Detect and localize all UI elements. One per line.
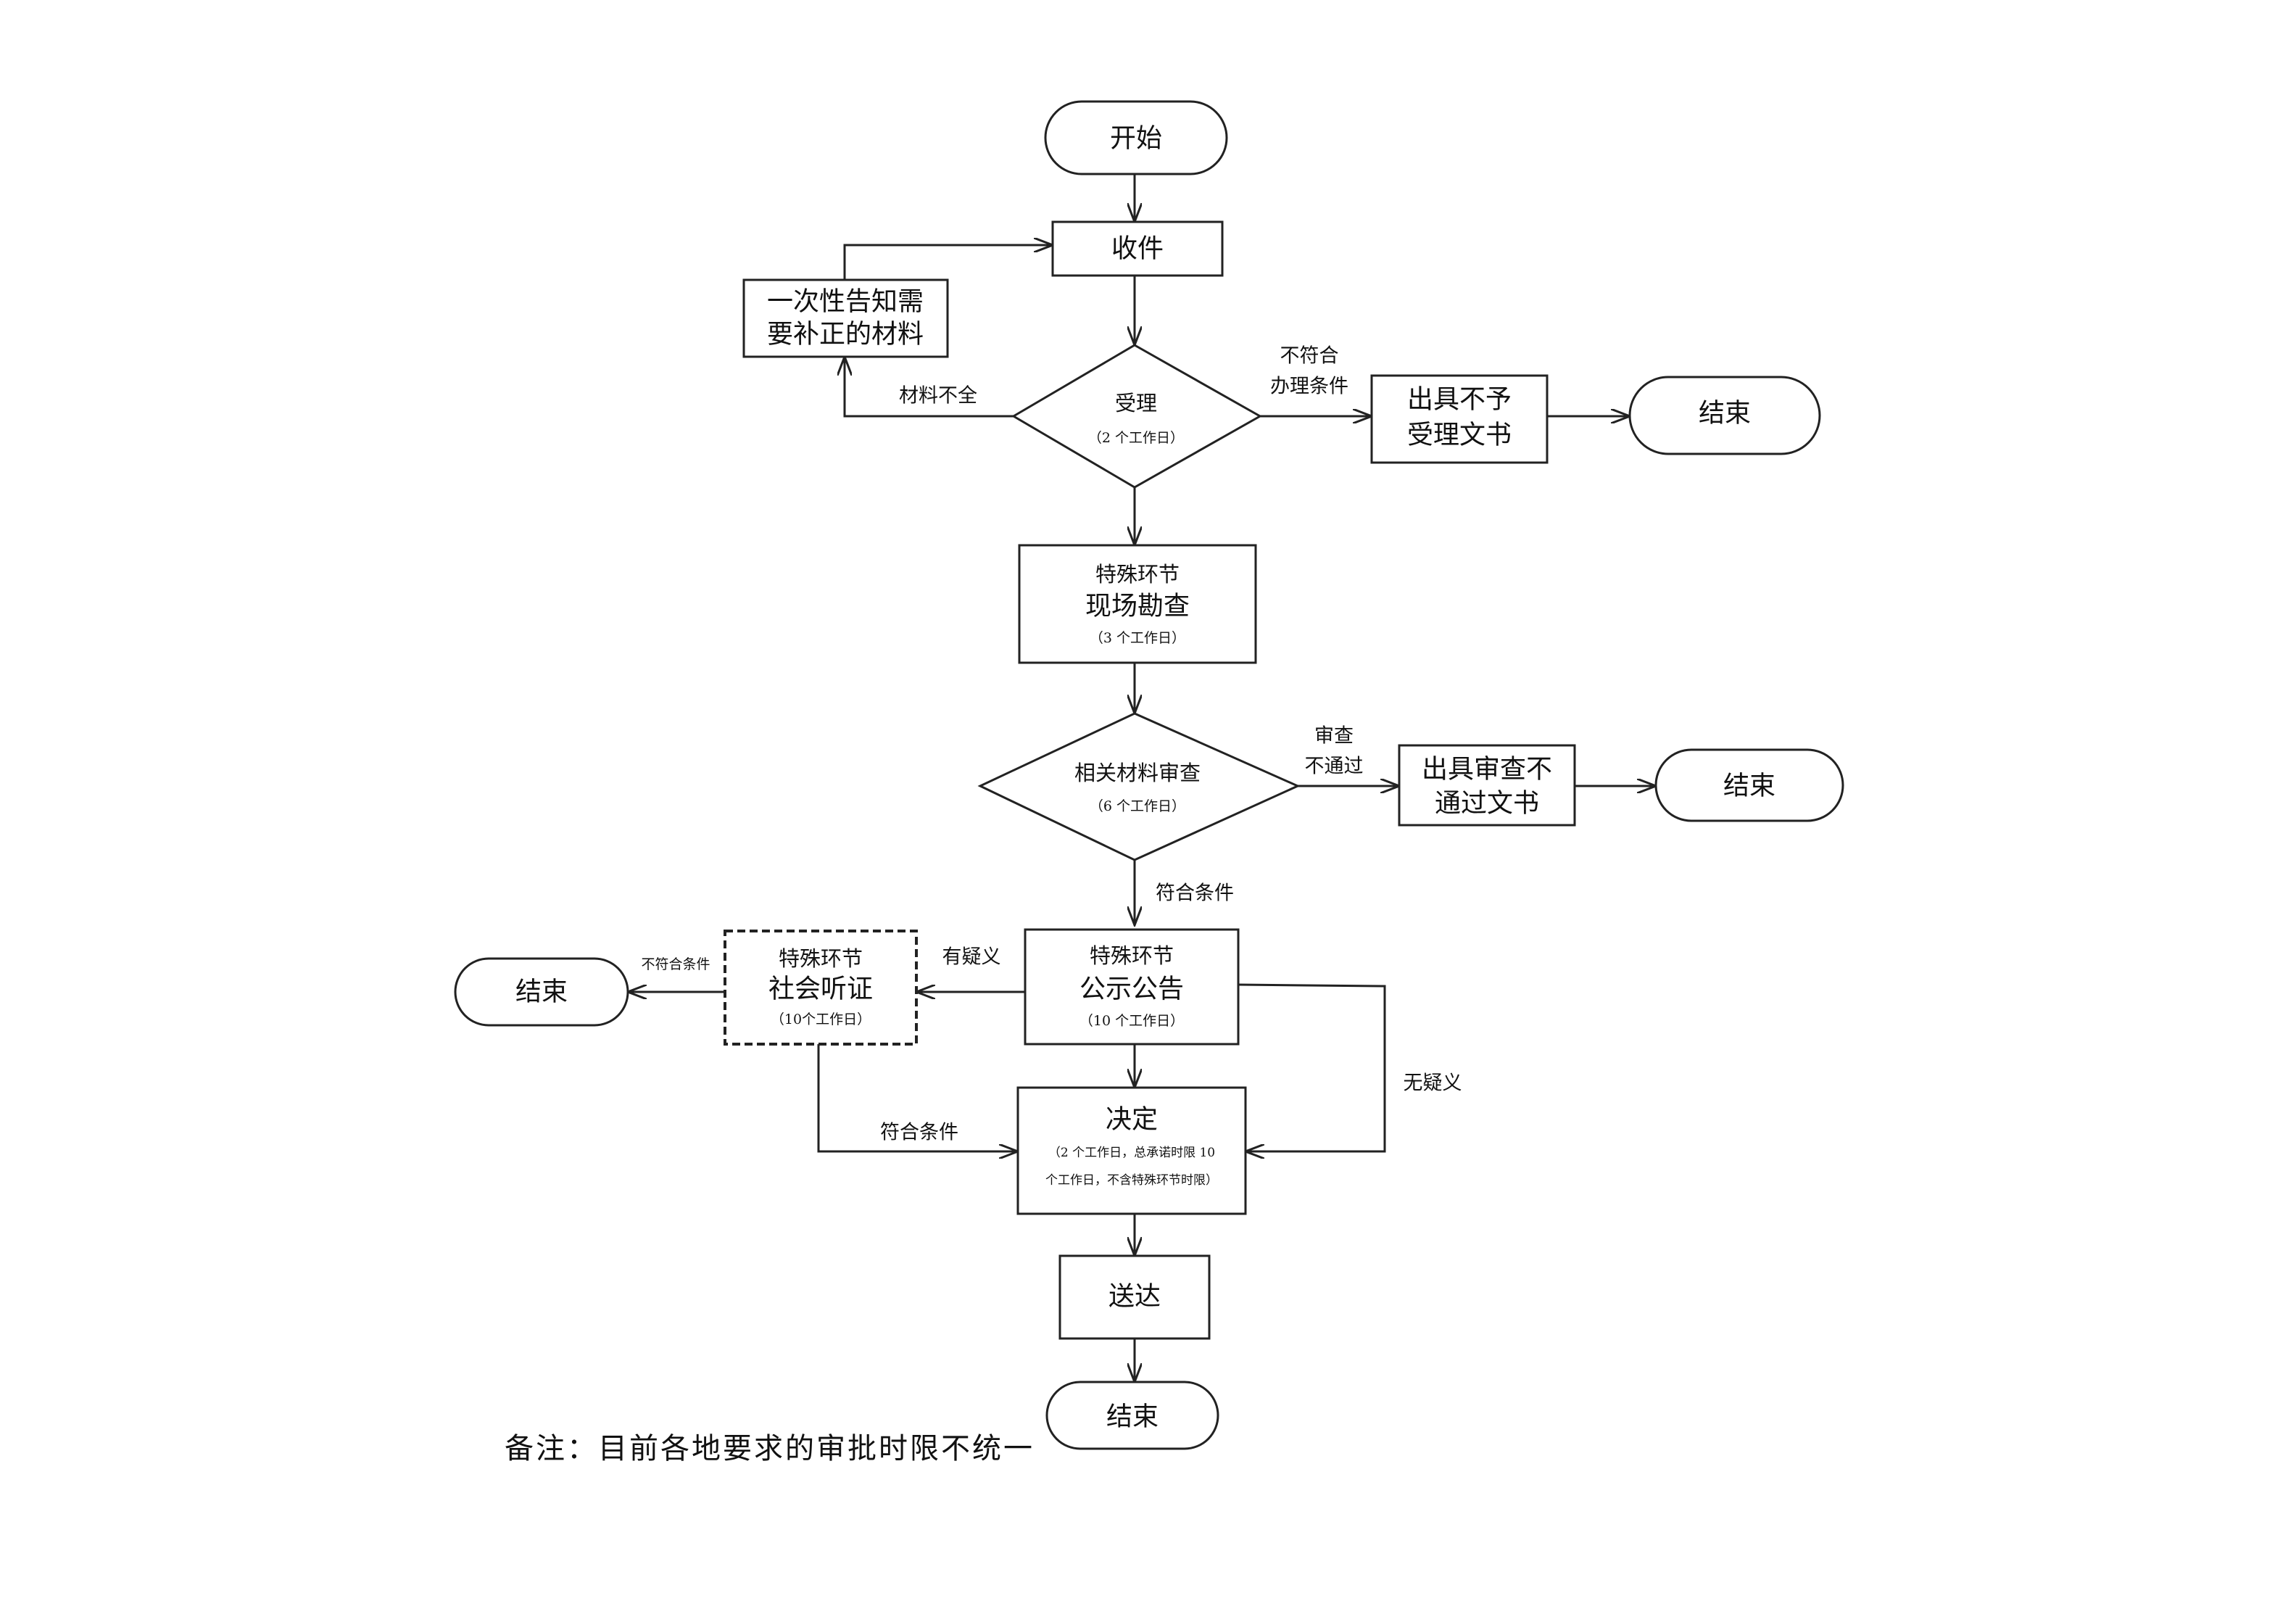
publish-tag: 特殊环节 (1090, 943, 1174, 968)
end-node-3: 结束 (454, 957, 629, 1027)
publish-label: 公示公告 (1079, 975, 1184, 1004)
deliver-node: 送达 (1058, 1254, 1211, 1340)
end1-label: 结束 (1699, 399, 1751, 429)
review-time: （6 个工作日） (1090, 798, 1185, 814)
decide-node: 决定 （2 个工作日，总承诺时限 10 个工作日，不含特殊环节时限） (1016, 1086, 1247, 1215)
accept-node: 受理 （2 个工作日） (1011, 344, 1263, 489)
label-hearing-qualified: 符合条件 (880, 1122, 958, 1144)
accept-time: （2 个工作日） (1088, 430, 1184, 446)
end-node-1: 结束 (1628, 376, 1821, 455)
start-terminator (1044, 100, 1228, 175)
accept-decision (1011, 344, 1263, 489)
label-qualified: 符合条件 (1156, 882, 1234, 905)
review-decision (977, 712, 1301, 861)
notify-box (742, 278, 949, 358)
reject-doc-line2: 受理文书 (1407, 421, 1512, 450)
hearing-label: 社会听证 (768, 975, 873, 1004)
label-objection: 有疑义 (942, 946, 1001, 969)
fail-doc-line1: 出具审查不 (1422, 755, 1552, 785)
label-fail-line1: 审查 (1314, 725, 1354, 748)
accept-label: 受理 (1115, 391, 1157, 415)
deliver-box (1058, 1254, 1211, 1340)
edge-accept-notify (845, 357, 1014, 418)
publish-time: （10 个工作日） (1079, 1013, 1184, 1029)
hearing-time: （10个工作日） (771, 1011, 871, 1027)
hearing-box (724, 930, 918, 1046)
edge-notify-receive (843, 245, 1053, 280)
fail-doc-box (1398, 744, 1576, 827)
decide-time-line2: 个工作日，不含特殊环节时限） (1045, 1173, 1218, 1188)
reject-doc-node: 出具不予 受理文书 (1370, 374, 1549, 464)
review-node: 相关材料审查 （6 个工作日） (977, 712, 1301, 861)
label-incomplete: 材料不全 (899, 385, 977, 407)
decide-box (1016, 1086, 1247, 1215)
publish-box (1024, 928, 1240, 1046)
start-label: 开始 (1110, 124, 1162, 154)
deliver-label: 送达 (1108, 1282, 1161, 1312)
label-no-objection: 无疑义 (1404, 1072, 1462, 1095)
site-tag: 特殊环节 (1095, 562, 1180, 587)
notify-label-line2: 要补正的材料 (767, 320, 924, 349)
end-node-4: 结束 (1045, 1381, 1219, 1450)
decide-label: 决定 (1106, 1105, 1158, 1135)
publish-node: 特殊环节 公示公告 （10 个工作日） (1024, 928, 1240, 1046)
site-time: （3 个工作日） (1090, 630, 1185, 646)
end4-terminator (1045, 1381, 1219, 1450)
decide-time-line1: （2 个工作日，总承诺时限 10 (1048, 1146, 1215, 1160)
receive-node: 收件 (1051, 220, 1224, 277)
site-node: 特殊环节 现场勘查 （3 个工作日） (1018, 544, 1257, 664)
label-fail-line2: 不通过 (1305, 756, 1364, 778)
label-not-qualified-line2: 办理条件 (1270, 376, 1348, 398)
end3-terminator (454, 957, 629, 1027)
notify-node: 一次性告知需 要补正的材料 (742, 278, 949, 358)
end3-label: 结束 (515, 977, 568, 1007)
receive-label: 收件 (1111, 234, 1164, 264)
fail-doc-node: 出具审查不 通过文书 (1398, 744, 1576, 827)
end4-label: 结束 (1106, 1402, 1159, 1432)
review-label: 相关材料审查 (1074, 761, 1201, 785)
start-node: 开始 (1044, 100, 1228, 175)
end2-label: 结束 (1723, 771, 1775, 801)
fail-doc-line2: 通过文书 (1435, 789, 1539, 819)
edge-publish-decide-direct (1238, 983, 1386, 1151)
footer-note: 备注：目前各地要求的审批时限不统一 (505, 1432, 1035, 1465)
end1-terminator (1628, 376, 1821, 455)
site-label: 现场勘查 (1085, 592, 1190, 621)
notify-label-line1: 一次性告知需 (767, 287, 924, 317)
connectors (628, 174, 1656, 1382)
site-box (1018, 544, 1257, 664)
hearing-tag: 特殊环节 (779, 946, 863, 971)
label-not-qualified-line1: 不符合 (1280, 345, 1339, 368)
end2-terminator (1654, 748, 1844, 822)
end-node-2: 结束 (1654, 748, 1844, 822)
receive-box (1051, 220, 1224, 277)
edge-hearing-decide (817, 1044, 1018, 1151)
edge-labels: 材料不全 不符合 办理条件 审查 不通过 符合条件 有疑义 不符合条件 符合条件… (641, 345, 1462, 1144)
label-hearing-not-qualified: 不符合条件 (641, 956, 710, 972)
reject-doc-box (1370, 374, 1549, 464)
reject-doc-line1: 出具不予 (1407, 385, 1512, 415)
hearing-node: 特殊环节 社会听证 （10个工作日） (724, 930, 918, 1046)
